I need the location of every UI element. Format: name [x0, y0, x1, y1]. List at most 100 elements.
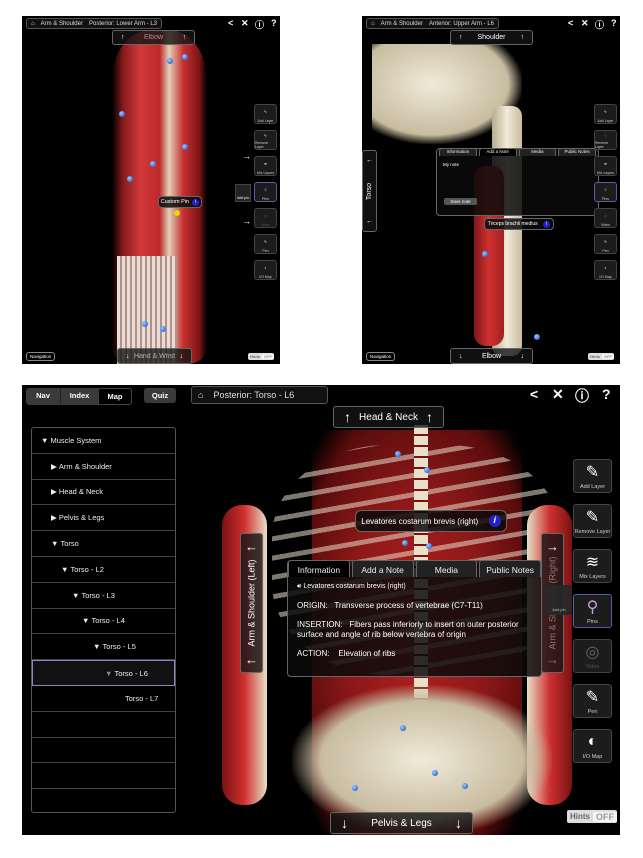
help-icon[interactable]: ? — [611, 18, 617, 28]
io-map-button[interactable]: ◐I/O Map — [594, 260, 617, 280]
pin-icon[interactable] — [400, 725, 406, 731]
nav-down-pelvis-legs[interactable]: ↓Pelvis & Legs↓ — [330, 812, 473, 834]
nav-left-torso[interactable]: ←Torso← — [362, 150, 377, 232]
info-icon[interactable]: ⓘ — [575, 388, 589, 404]
share-icon[interactable]: < — [530, 386, 539, 402]
pin-icon[interactable] — [534, 334, 540, 340]
pins-button[interactable]: ⚲Pins — [594, 182, 617, 202]
tree-item-torso-l2[interactable]: ▼ Torso - L2 — [32, 557, 175, 583]
quiz-button[interactable]: Quiz — [144, 388, 176, 403]
tab-nav[interactable]: Nav — [26, 388, 60, 405]
tab-media[interactable]: Media — [518, 148, 557, 156]
pin-icon[interactable] — [395, 451, 401, 457]
breadcrumb-item[interactable]: Anterior: Upper Arm - L6 — [428, 20, 495, 27]
info-icon[interactable]: ⓘ — [255, 20, 265, 30]
tree-item-torso-l6[interactable]: ▼ Torso - L6 — [32, 660, 175, 686]
nav-up-elbow[interactable]: ↑Elbow↑ — [112, 30, 195, 45]
home-icon[interactable]: ⌂ — [198, 390, 204, 400]
tab-add-note[interactable]: Add a Note — [478, 148, 517, 156]
video-button[interactable]: ◎Video — [573, 639, 612, 673]
info-icon[interactable]: ⓘ — [595, 20, 605, 30]
add-layer-button[interactable]: ✎Add Layer — [573, 459, 612, 493]
help-icon[interactable]: ? — [271, 18, 277, 28]
video-button[interactable]: ◎Video — [254, 208, 277, 228]
tab-public-notes[interactable]: Public Notes — [558, 148, 596, 156]
info-icon[interactable]: i — [488, 515, 501, 527]
nav-up-head-neck[interactable]: ↑Head & Neck↑ — [333, 406, 444, 428]
tree-item-torso-l5[interactable]: ▼ Torso - L5 — [32, 634, 175, 661]
add-layer-button[interactable]: ✎Add Layer — [254, 104, 277, 124]
save-note-button[interactable]: Save note — [444, 198, 477, 205]
pin-icon[interactable] — [182, 54, 188, 60]
note-textarea[interactable]: My note — [443, 162, 460, 167]
tree-item-arm-shoulder[interactable]: ▶ Arm & Shoulder — [32, 454, 175, 480]
tab-map[interactable]: Map — [98, 388, 132, 405]
tab-index[interactable]: Index — [60, 388, 98, 405]
muscle-label[interactable]: Levatores costarum brevis (right)i — [355, 510, 507, 532]
breadcrumb-item[interactable]: Posterior: Torso - L6 — [213, 390, 295, 400]
pin-icon[interactable] — [432, 770, 438, 776]
share-icon[interactable]: < — [568, 18, 574, 28]
io-map-button[interactable]: ◐I/O Map — [573, 729, 612, 763]
breadcrumb-item[interactable]: Arm & Shoulder — [380, 20, 423, 27]
tools-icon[interactable]: ✕ — [552, 386, 564, 402]
tree-item-muscle-system[interactable]: ▼ Muscle System — [32, 428, 175, 454]
pin-icon[interactable] — [426, 543, 432, 549]
info-icon[interactable]: i — [543, 220, 551, 228]
tab-public-notes[interactable]: Public Notes — [479, 560, 541, 577]
pin-icon[interactable] — [119, 111, 125, 117]
speaker-icon[interactable]: 🔊︎ — [297, 583, 304, 590]
tree-item-torso[interactable]: ▼ Torso — [32, 531, 175, 557]
remove-layer-button[interactable]: ✎Remove Layer — [573, 504, 612, 538]
tree-item-pelvis-legs[interactable]: ▶ Pelvis & Legs — [32, 505, 175, 532]
add-layer-button[interactable]: ✎Add Layer — [594, 104, 617, 124]
pin-icon[interactable] — [182, 144, 188, 150]
pin-icon[interactable] — [462, 783, 468, 789]
tab-add-note[interactable]: Add a Note — [351, 560, 414, 577]
breadcrumb-item[interactable]: Posterior: Lower Arm - L3 — [88, 20, 158, 27]
tab-information[interactable]: Information — [288, 560, 350, 577]
mix-layers-button[interactable]: ≋Mix Layers — [573, 549, 612, 583]
tree-item-torso-l7[interactable]: Torso - L7 — [32, 686, 175, 712]
nav-down-hand-wrist[interactable]: ↓Hand & Wrist↓ — [117, 348, 192, 364]
tree-item-head-neck[interactable]: ▶ Head & Neck — [32, 480, 175, 506]
tree-item-torso-l4[interactable]: ▼ Torso - L4 — [32, 609, 175, 635]
mix-layers-button[interactable]: ≋Mix Layers — [594, 156, 617, 176]
pin-icon[interactable] — [150, 161, 156, 167]
remove-layer-button[interactable]: ✎Remove Layer — [254, 130, 277, 150]
add-pin-button[interactable]: Add pin — [235, 184, 251, 202]
tools-icon[interactable]: ✕ — [241, 18, 249, 28]
add-pin-button[interactable]: Add pin — [546, 585, 572, 615]
nav-down-elbow[interactable]: ↓Elbow↓ — [450, 348, 533, 364]
navigation-button[interactable]: Navigation — [26, 352, 56, 361]
arrow-right-icon[interactable]: → — [242, 216, 251, 226]
pin-icon[interactable] — [352, 785, 358, 791]
arrow-right-icon[interactable]: → — [242, 151, 251, 161]
custom-pin-icon[interactable] — [174, 210, 180, 216]
pin-icon[interactable] — [142, 321, 148, 327]
pen-button[interactable]: ✎Pen — [573, 684, 612, 718]
nav-left-arm-shoulder[interactable]: ←Arm & Shoulder (Left)← — [240, 533, 263, 673]
info-icon[interactable]: i — [192, 198, 200, 206]
pins-button[interactable]: ⚲Pins — [573, 594, 612, 628]
share-icon[interactable]: < — [228, 18, 234, 28]
breadcrumb-item[interactable]: Arm & Shoulder — [40, 20, 83, 27]
video-button[interactable]: ◎Video — [594, 208, 617, 228]
tools-icon[interactable]: ✕ — [581, 18, 589, 28]
pin-icon[interactable] — [167, 58, 173, 64]
tab-information[interactable]: Information — [439, 148, 477, 156]
pin-icon[interactable] — [482, 251, 488, 257]
remove-layer-button[interactable]: ✎Remove Layer — [594, 130, 617, 150]
pin-icon[interactable] — [160, 326, 166, 332]
mix-layers-button[interactable]: ≋Mix Layers — [254, 156, 277, 176]
tab-media[interactable]: Media — [415, 560, 478, 577]
navigation-button[interactable]: Navigation — [366, 352, 396, 361]
nav-up-shoulder[interactable]: ↑Shoulder↑ — [450, 30, 533, 45]
help-icon[interactable]: ? — [602, 386, 611, 402]
home-icon[interactable]: ⌂ — [371, 20, 375, 27]
